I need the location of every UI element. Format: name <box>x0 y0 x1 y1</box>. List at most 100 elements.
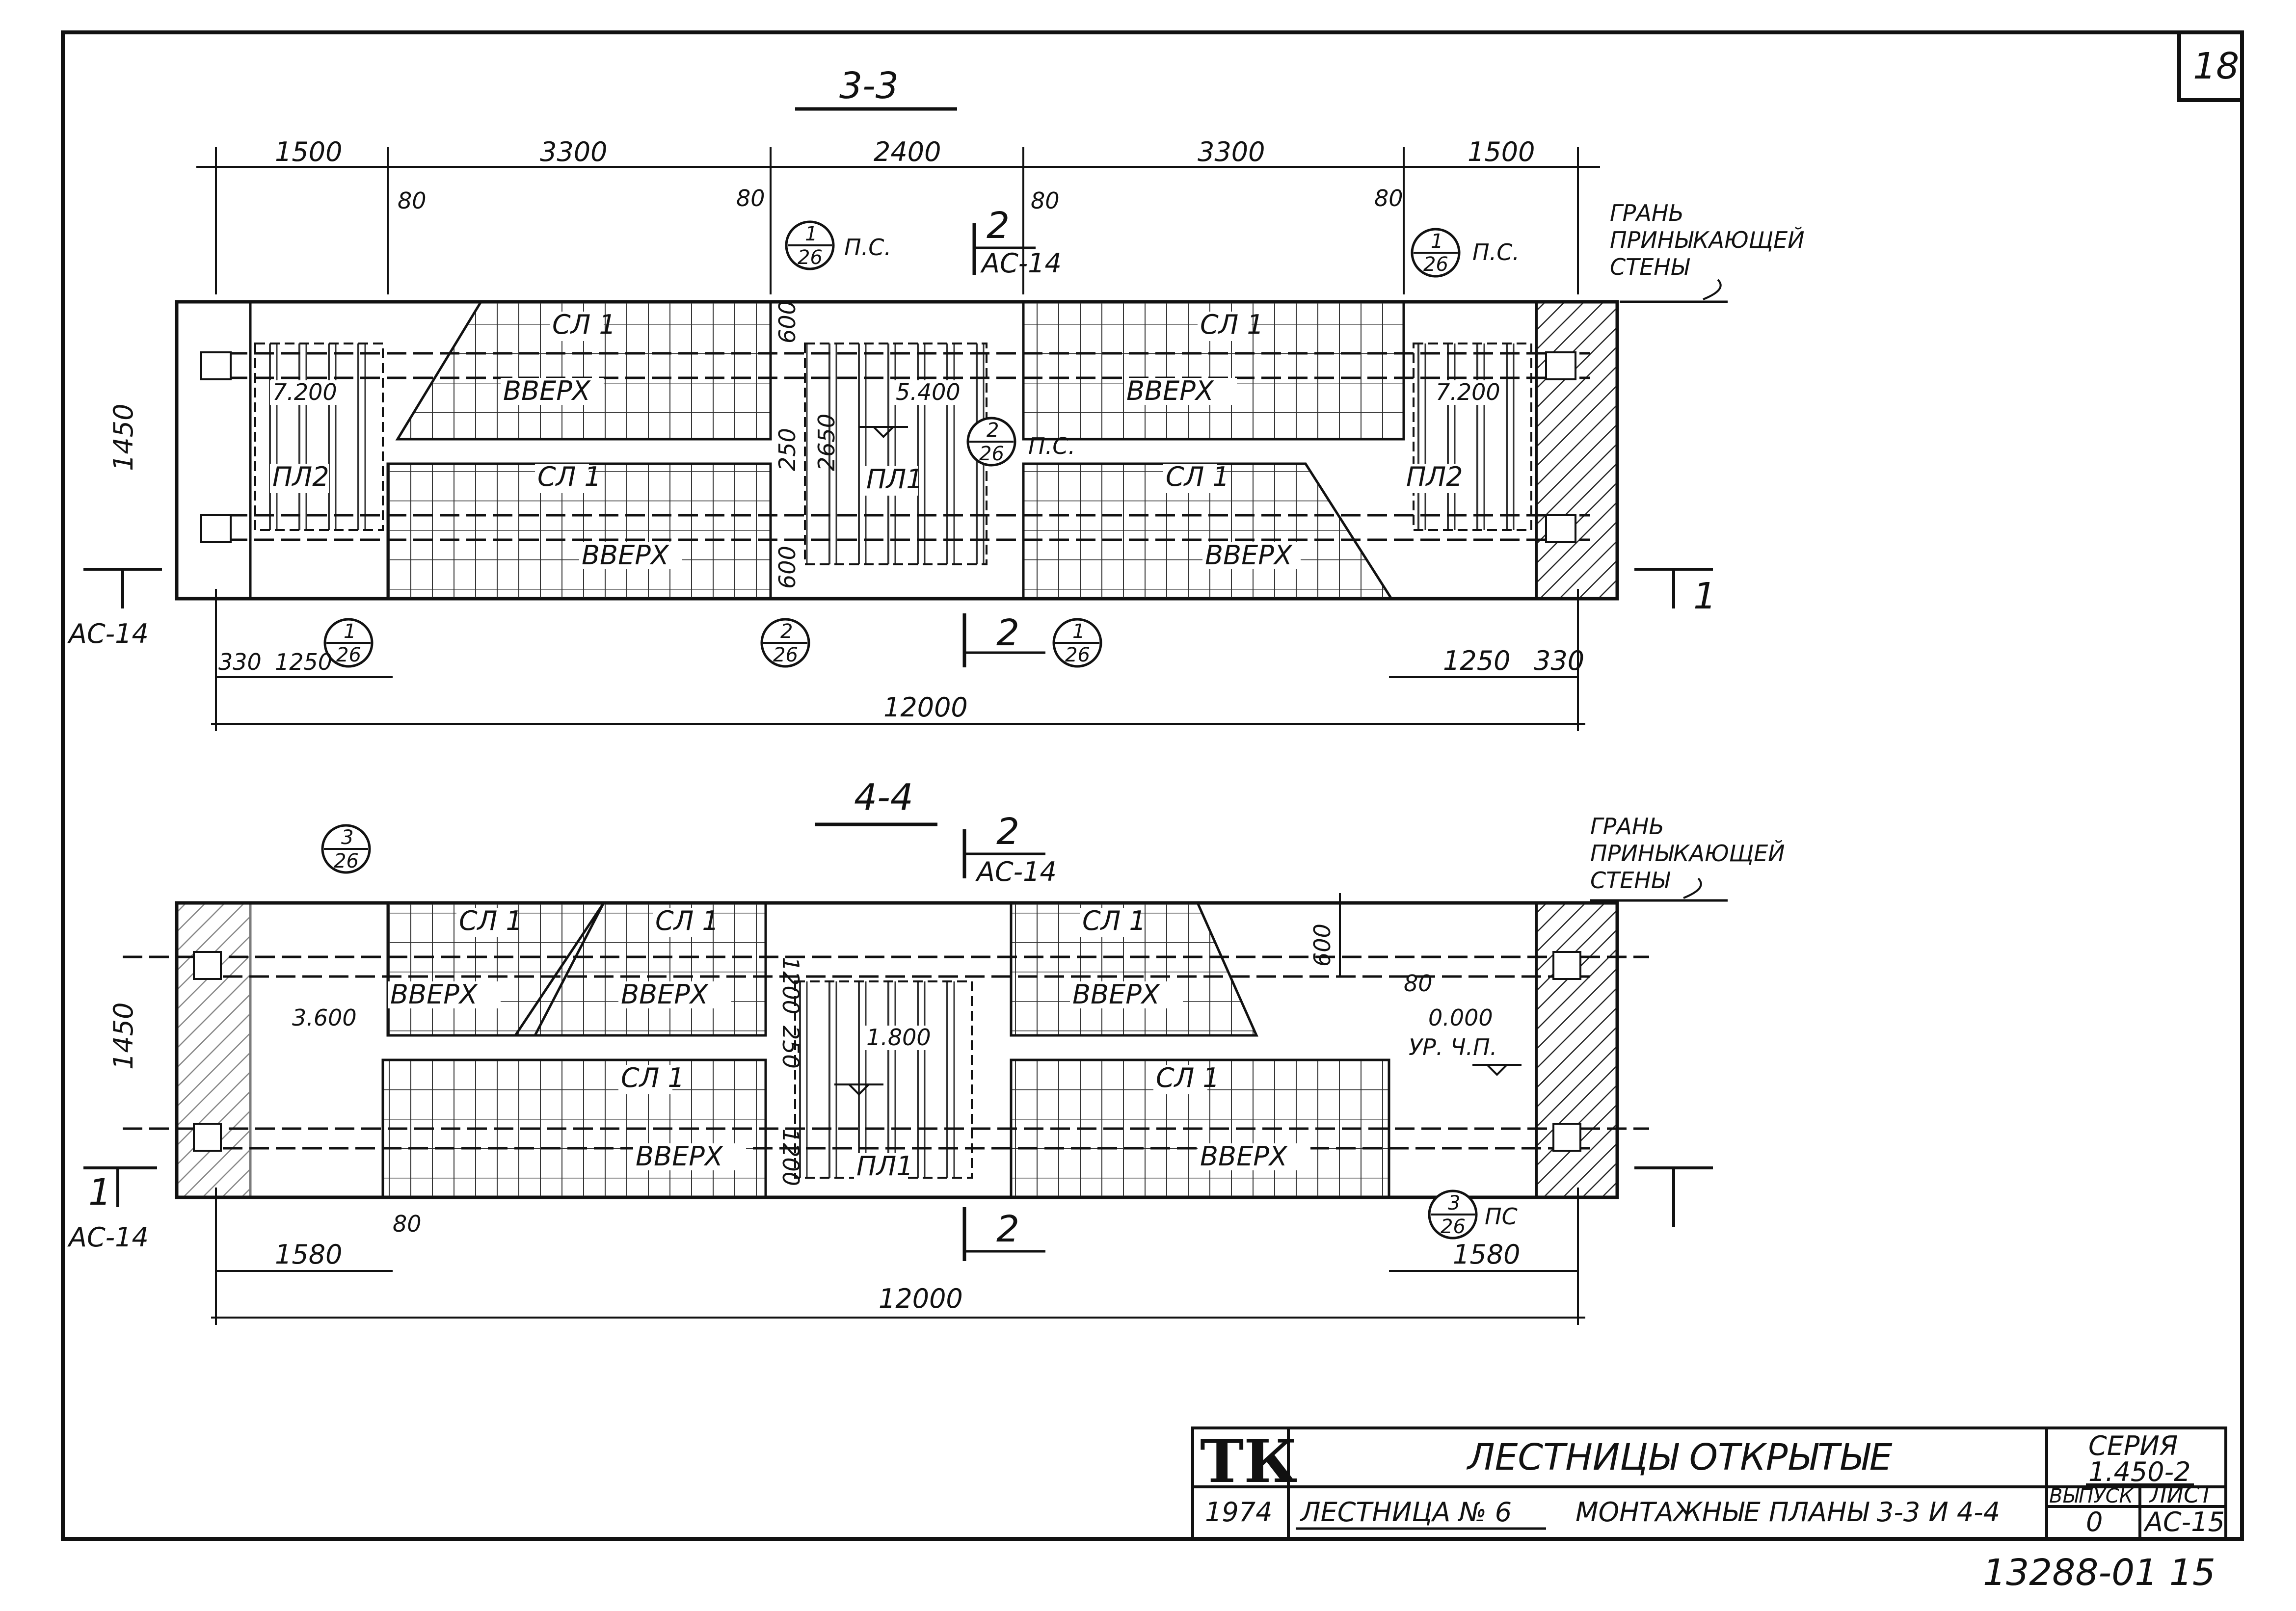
label-sl1-44b: СЛ 1 <box>655 905 719 936</box>
level-0000: 0.000 <box>1428 1004 1493 1031</box>
label-pl1-44: ПЛ1 <box>856 1151 913 1182</box>
level-5400: 5.400 <box>896 379 961 405</box>
dim-2650-33: 2650 <box>813 414 840 471</box>
dim-1250-left: 1250 <box>275 649 332 675</box>
dim-600-33b: 600 <box>774 546 801 589</box>
section-4-4: 4-4 3 26 2 АС-14 ГРАНЬ ПРИНЫКАЮЩЕЙ СТЕНЫ <box>67 776 1785 1325</box>
callout-2-26-top-b: 2 <box>780 620 793 643</box>
svg-text:ГРАНЬ: ГРАНЬ <box>1610 200 1684 226</box>
ps-label-a: П.С. <box>844 234 891 261</box>
section-3-3: 3-3 1500 3300 2400 3300 1500 80 80 80 80… <box>67 65 1805 731</box>
wall-left-44[interactable] <box>175 901 252 1199</box>
label-sl1-44d: СЛ 1 <box>621 1062 685 1093</box>
total-12000-44: 12000 <box>879 1283 963 1314</box>
label-sl1-a: СЛ 1 <box>552 309 616 340</box>
callout-3-26-bot-a: 26 <box>334 850 359 872</box>
callout-1-26-bot-a: 26 <box>798 246 823 269</box>
section-3-3-title: 3-3 <box>839 65 899 107</box>
callout-2-26-bot-b: 26 <box>773 644 798 666</box>
callout-1-26-bot-c: 26 <box>336 644 361 666</box>
callout-3-26-top-a: 3 <box>341 826 353 849</box>
label-sl1-44e: СЛ 1 <box>1156 1062 1220 1093</box>
issue-value: 0 <box>2086 1506 2103 1537</box>
svg-text:ГРАНЬ: ГРАНЬ <box>1590 813 1664 840</box>
dim-80-b: 80 <box>736 185 765 211</box>
floor-level-label: УР. Ч.П. <box>1409 1034 1497 1060</box>
svg-text:СТЕНЫ: СТЕНЫ <box>1590 867 1671 894</box>
landing-pl1-44[interactable] <box>794 980 973 1179</box>
label-up-44d: ВВЕРХ <box>636 1141 723 1172</box>
label-pl1-33: ПЛ1 <box>866 464 923 495</box>
svg-text:ПРИНЫКАЮЩЕЙ: ПРИНЫКАЮЩЕЙ <box>1590 840 1785 867</box>
sheet-frame <box>61 30 2244 1541</box>
dim-1200-44b: 1200 <box>777 1129 804 1186</box>
callout-1-26-top-d: 1 <box>1072 620 1085 643</box>
title-block-subtitle-a: ЛЕСТНИЦА № 6 <box>1300 1497 1512 1528</box>
dim-3300-left: 3300 <box>540 136 607 167</box>
flight-sl1-upper-left[interactable] <box>395 300 772 441</box>
label-pl2-right: ПЛ2 <box>1406 461 1463 492</box>
label-up-b: ВВЕРХ <box>582 540 669 571</box>
doc-code: 13288-01 15 <box>1983 1552 2216 1594</box>
ps-label-c: П.С. <box>1028 433 1075 459</box>
dim-250-33: 250 <box>774 428 801 471</box>
wall-left-33 <box>175 300 252 600</box>
label-up-d: ВВЕРХ <box>1205 540 1293 571</box>
cut-2-top-44: 2 <box>996 811 1019 853</box>
dim-80-44-left: 80 <box>393 1211 422 1237</box>
cut-2-top-33: 2 <box>987 205 1010 247</box>
ref-ac14-left-44: АС-14 <box>67 1222 149 1253</box>
title-block-year: 1974 <box>1205 1497 1272 1528</box>
cut-2-bottom-44: 2 <box>996 1208 1019 1250</box>
label-up-a: ВВЕРХ <box>503 375 591 406</box>
cut-2-bottom-33: 2 <box>996 612 1019 654</box>
dim-1580-right: 1580 <box>1453 1239 1520 1270</box>
dim-1200-44a: 1200 <box>777 957 804 1014</box>
label-up-44e: ВВЕРХ <box>1200 1141 1288 1172</box>
total-12000-33: 12000 <box>883 692 968 723</box>
tk-logo: ТК <box>1200 1427 1297 1496</box>
section-4-4-title: 4-4 <box>854 776 913 819</box>
ref-ac14-top-44: АС-14 <box>975 856 1057 887</box>
label-up-44b: ВВЕРХ <box>621 979 709 1010</box>
callout-1-26-bot-d: 26 <box>1065 644 1090 666</box>
callout-3-26-bot-b: 26 <box>1441 1215 1466 1238</box>
section-3-3-top-dims <box>196 147 1600 294</box>
sheet-number: 18 <box>2193 45 2239 87</box>
dim-250-44: 250 <box>777 1026 804 1069</box>
callout-1-26-top-b: 1 <box>1431 230 1443 253</box>
label-up-44a: ВВЕРХ <box>390 979 478 1010</box>
callout-2-26-bot-a: 26 <box>979 443 1004 465</box>
ref-ac14-left-33: АС-14 <box>67 618 149 649</box>
label-sl1-c: СЛ 1 <box>1200 309 1264 340</box>
dim-330-left: 330 <box>218 649 262 675</box>
callout-1-26-bot-b: 26 <box>1423 253 1448 276</box>
sheet-number-box <box>2177 30 2244 102</box>
dim-80-44-right: 80 <box>1404 970 1433 997</box>
title-block <box>1191 1426 2227 1540</box>
wall-right-44[interactable] <box>1535 901 1619 1199</box>
label-sl1-44a: СЛ 1 <box>459 905 523 936</box>
dim-2400: 2400 <box>874 136 941 167</box>
series-label: СЕРИЯ <box>2088 1430 2178 1461</box>
flight-sl1-lower-left[interactable] <box>386 462 772 600</box>
svg-text:СТЕНЫ: СТЕНЫ <box>1610 254 1690 280</box>
level-1800: 1.800 <box>866 1024 931 1051</box>
cut-1-right-33: 1 <box>1693 575 1716 617</box>
level-7200-left: 7.200 <box>272 379 337 405</box>
label-pl2-left: ПЛ2 <box>272 461 329 492</box>
landing-pl2-left[interactable] <box>254 343 384 531</box>
height-1450-44: 1450 <box>108 1003 139 1070</box>
landing-pl2-right[interactable] <box>1413 343 1532 531</box>
label-up-44c: ВВЕРХ <box>1072 979 1160 1010</box>
dim-1500-left: 1500 <box>275 136 342 167</box>
dim-1580-left: 1580 <box>275 1239 342 1270</box>
label-sl1-b: СЛ 1 <box>537 461 601 492</box>
dim-600-44: 600 <box>1309 924 1335 967</box>
label-sl1-d: СЛ 1 <box>1166 461 1229 492</box>
title-block-title: ЛЕСТНИЦЫ ОТКРЫТЫЕ <box>1466 1436 1893 1479</box>
dim-1250-right: 1250 <box>1443 645 1510 676</box>
dim-80-c: 80 <box>1031 187 1060 214</box>
wall-right-33[interactable] <box>1535 300 1619 600</box>
